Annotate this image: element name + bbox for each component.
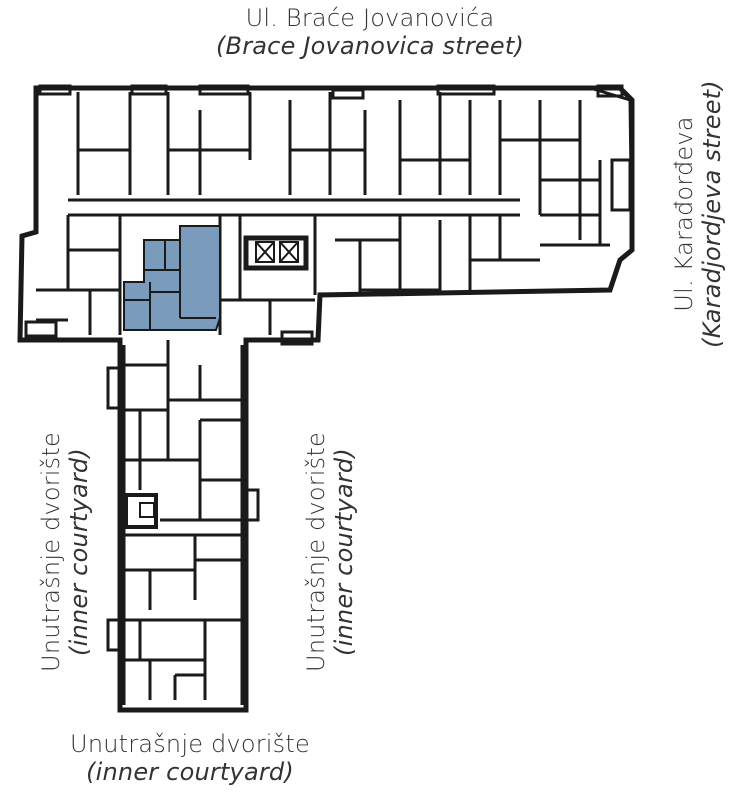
street-name: Ul. Braće Jovanovića	[245, 4, 495, 32]
secondary-core	[124, 493, 158, 529]
street-name-translation: (Karadjordjeva street)	[698, 80, 726, 348]
street-name: Ul. Karađorđeva	[670, 116, 698, 312]
highlighted-apartment	[123, 225, 221, 331]
street-name-translation: (Brace Jovanovica street)	[215, 32, 525, 60]
window-bays	[24, 84, 632, 652]
courtyard-name-translation: (inner courtyard)	[330, 448, 358, 656]
courtyard-label-middle: Unutrašnje dvorište (inner courtyard)	[302, 392, 358, 712]
elevator-core	[243, 235, 309, 271]
courtyard-name-translation: (inner courtyard)	[65, 448, 93, 656]
street-label-top: Ul. Braće Jovanovića (Brace Jovanovica s…	[120, 4, 620, 60]
courtyard-label-bottom: Unutrašnje dvorište (inner courtyard)	[30, 730, 350, 786]
courtyard-name-translation: (inner courtyard)	[86, 758, 294, 786]
courtyard-name: Unutrašnje dvorište	[302, 432, 330, 672]
interior-walls	[36, 92, 610, 705]
street-label-right: Ul. Karađorđeva (Karadjordjeva street)	[670, 54, 726, 374]
courtyard-name: Unutrašnje dvorište	[37, 432, 65, 672]
courtyard-name: Unutrašnje dvorište	[70, 730, 310, 758]
courtyard-label-left: Unutrašnje dvorište (inner courtyard)	[37, 392, 93, 712]
